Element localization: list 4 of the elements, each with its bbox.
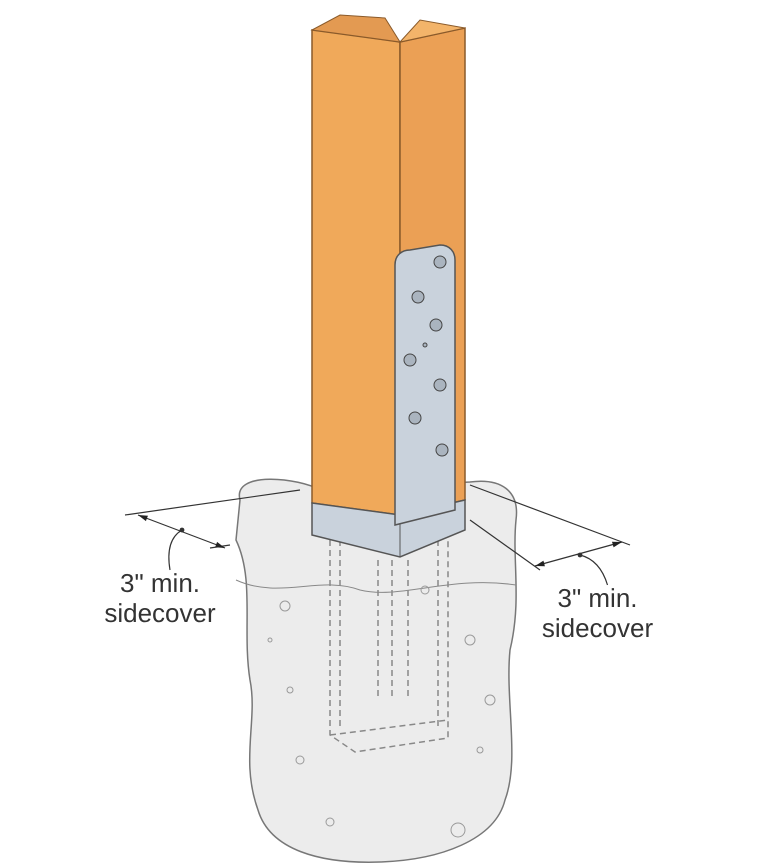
dimension-label: 3" min. sidecover xyxy=(90,568,230,628)
dimension-label: 3" min. sidecover xyxy=(525,583,670,643)
leader-line xyxy=(578,552,608,586)
leader-line xyxy=(168,528,184,570)
